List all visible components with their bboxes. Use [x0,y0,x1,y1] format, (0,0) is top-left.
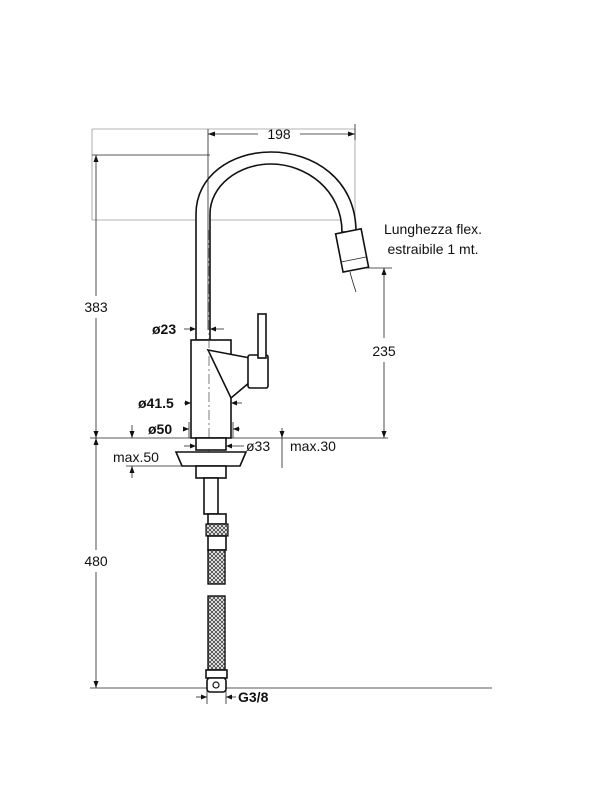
rotation-envelope-outline [91,128,356,221]
dimension-max-under: max.50 [113,425,182,478]
pull-out-nozzle [334,227,370,274]
flex-hose-upper [207,549,226,585]
dimension-body-diameter: ø41.5 [138,395,242,411]
dimension-total-height-label: 383 [84,299,108,315]
dimension-max-deck-label: max.30 [290,438,336,454]
mixer-lever [257,313,267,359]
mounting-flange [174,451,248,467]
dimension-spout-diameter: ø23 [152,321,224,337]
hose-note-line1: Lunghezza flex. [384,221,482,237]
dimension-hole-diameter-label: ø33 [246,438,270,454]
dimension-max-deck: max.30 [279,428,336,468]
mixer-handle-body [247,354,269,389]
faucet-body [174,151,370,693]
dimension-depth: 480 [84,438,108,688]
g38-nut [206,677,227,693]
hose-note-line2: estraibile 1 mt. [387,241,478,257]
dimension-spout-diameter-label: ø23 [152,321,176,337]
dimension-width-label: 198 [267,126,291,142]
dimension-thread-label: G3/8 [238,689,269,705]
dimension-hole-diameter: ø33 [184,438,270,454]
dimension-base-diameter: ø50 [148,421,240,438]
flex-hose-lower [207,595,226,671]
dimension-base-diameter-label: ø50 [148,421,172,437]
dimension-total-height: 383 [84,154,210,438]
dimension-spout-height-label: 235 [372,343,396,359]
dimension-max-under-label: max.50 [113,449,159,465]
dimension-spout-height: 235 [365,267,396,438]
dimension-width: 198 [207,124,356,330]
dimension-body-diameter-label: ø41.5 [138,395,174,411]
dimension-depth-label: 480 [84,553,108,569]
dimension-thread: G3/8 [196,689,269,705]
